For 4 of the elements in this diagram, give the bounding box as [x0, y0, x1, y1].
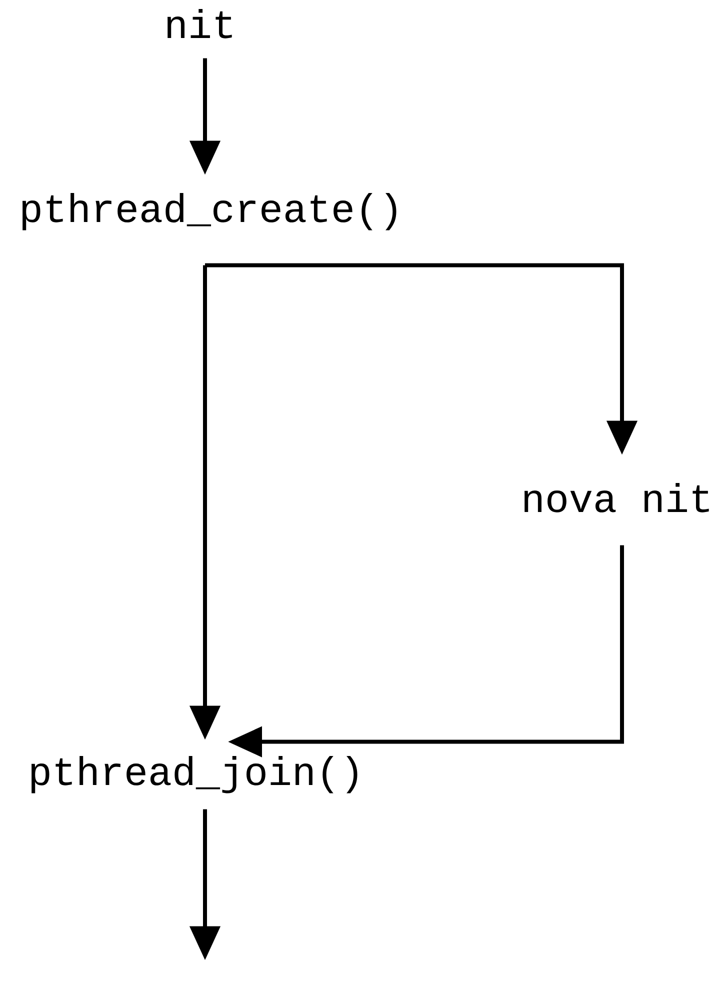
node-label: nova nit: [524, 483, 709, 512]
node-label: pthread_join(): [31, 756, 358, 794]
node-label: pthread_create(): [22, 193, 396, 230]
node-label: nit: [168, 9, 232, 38]
